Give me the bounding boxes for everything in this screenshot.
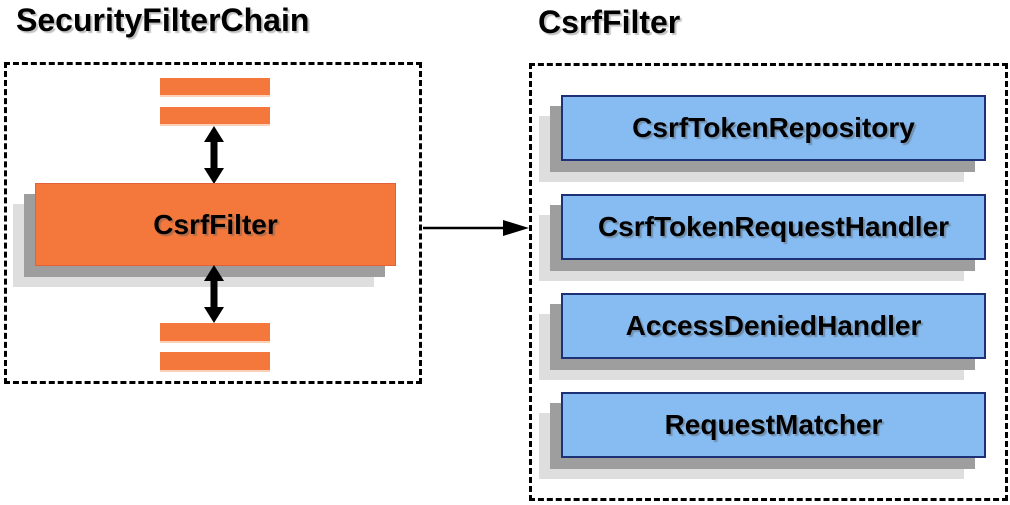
component-box-access-denied-handler: AccessDeniedHandler xyxy=(561,293,986,359)
filter-bar xyxy=(160,78,270,97)
component-box-csrf-token-request-handler: CsrfTokenRequestHandler xyxy=(561,194,986,260)
filter-bar xyxy=(160,323,270,343)
security-filter-chain-title: SecurityFilterChain xyxy=(16,2,310,38)
right-arrow-icon xyxy=(423,220,529,236)
up-down-arrow-icon xyxy=(204,265,224,323)
component-label: RequestMatcher xyxy=(664,409,883,440)
up-down-arrow-icon xyxy=(204,126,224,184)
component-label: AccessDeniedHandler xyxy=(625,310,922,341)
csrf-filter-container xyxy=(529,63,1008,501)
security-filter-chain-container xyxy=(4,62,422,384)
csrf-filter-box: CsrfFilter xyxy=(35,183,396,266)
filter-bar xyxy=(160,352,270,372)
component-box-csrf-token-repository: CsrfTokenRepository xyxy=(561,95,986,161)
filter-bar xyxy=(160,107,270,126)
csrf-filter-title: CsrfFilter xyxy=(538,4,681,40)
csrf-filter-box-label: CsrfFilter xyxy=(153,208,278,240)
component-label: CsrfTokenRepository xyxy=(632,112,915,143)
component-box-request-matcher: RequestMatcher xyxy=(561,392,986,458)
component-label: CsrfTokenRequestHandler xyxy=(597,211,950,242)
